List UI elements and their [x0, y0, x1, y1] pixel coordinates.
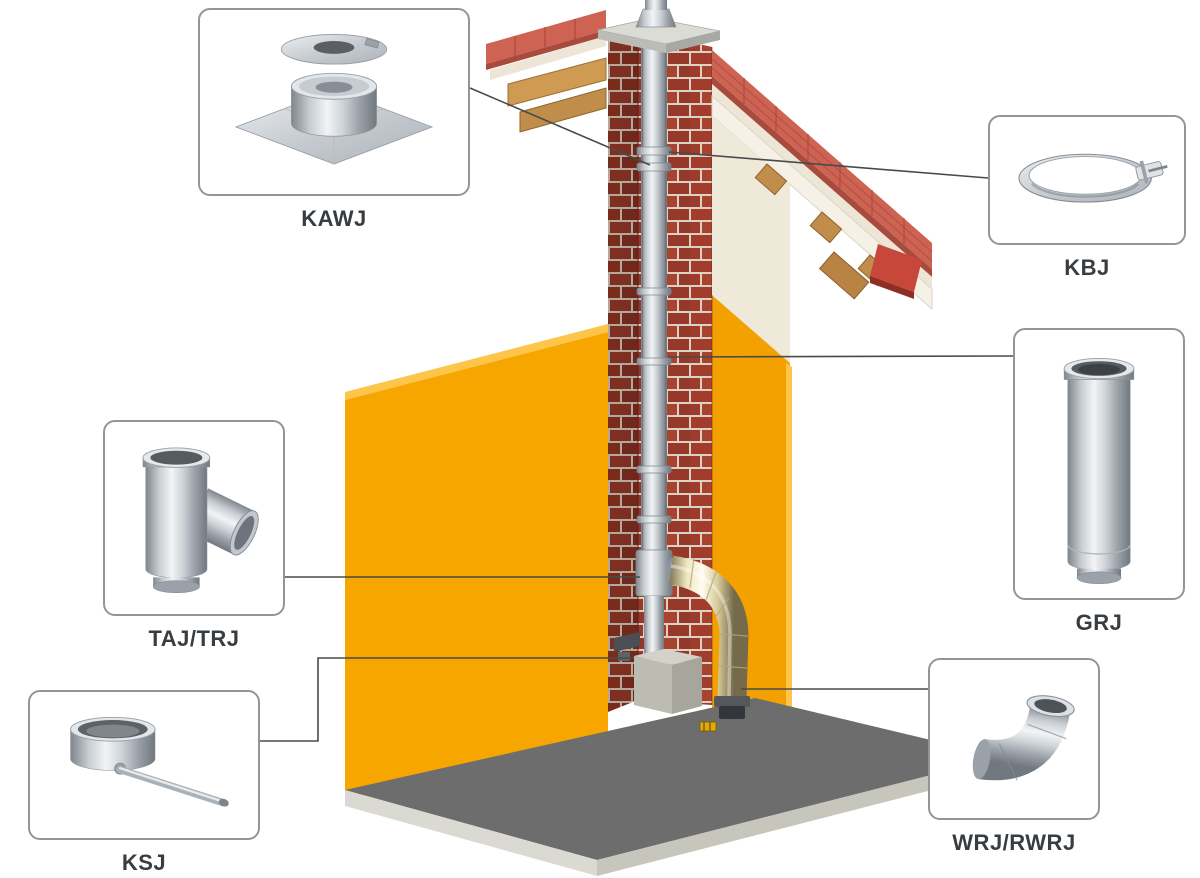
leader-line-kawj	[469, 87, 651, 166]
wall-bracket	[614, 632, 640, 652]
component-image-locking-band-icon	[1018, 153, 1168, 203]
component-image-straight-pipe-icon	[1063, 358, 1135, 585]
floor-marker	[699, 721, 717, 732]
roof-left-section	[486, 10, 607, 133]
chimney-top-plate	[597, 0, 721, 53]
rafter-block	[754, 163, 788, 196]
callout-wrj-rwrj: WRJ/RWRJ	[928, 658, 1100, 856]
eave-beam	[818, 251, 870, 300]
callout-kawj: KAWJ	[198, 8, 470, 232]
flexible-connector-bend	[667, 555, 750, 719]
callout-label-grj: GRJ	[1075, 610, 1123, 635]
callout-label-kbj: KBJ	[1064, 255, 1110, 280]
floor-slab	[345, 698, 1002, 876]
timber-beam	[519, 87, 607, 133]
leader-line-grj	[667, 355, 1014, 358]
leader-line-kbj	[668, 151, 989, 179]
component-image-top-plate-icon	[234, 34, 434, 165]
callout-taj-trj: TAJ/TRJ	[103, 420, 285, 652]
leader-lines	[260, 87, 1014, 742]
leader-line-ksj	[260, 657, 634, 742]
pipe-joint-bands	[636, 146, 672, 524]
callout-box-kawj	[198, 8, 470, 196]
concrete-support-block	[634, 649, 702, 714]
roof-right-section	[711, 50, 933, 363]
callout-box-grj	[1013, 328, 1185, 600]
rafter-block	[809, 211, 843, 244]
callout-box-taj-trj	[103, 420, 285, 616]
callout-box-kbj	[988, 115, 1186, 245]
component-image-condensate-drain-icon	[70, 716, 229, 807]
callout-grj: GRJ	[1013, 328, 1185, 636]
flue-pipe	[614, 40, 673, 662]
callout-label-kawj: KAWJ	[301, 206, 367, 231]
callout-label-taj-trj: TAJ/TRJ	[148, 626, 240, 651]
callout-kbj: KBJ	[988, 115, 1186, 281]
tee-connection	[635, 549, 673, 597]
component-image-tee-piece-icon	[142, 447, 259, 593]
callout-label-wrj-rwrj: WRJ/RWRJ	[952, 830, 1076, 855]
eave-gutter	[870, 244, 922, 292]
callout-box-ksj	[28, 690, 260, 840]
callout-box-wrj-rwrj	[928, 658, 1100, 820]
floor-support	[714, 696, 750, 707]
component-image-elbow-icon	[972, 695, 1075, 781]
callout-label-ksj: KSJ	[121, 850, 167, 875]
callout-ksj: KSJ	[28, 690, 260, 876]
timber-beam	[507, 57, 607, 107]
